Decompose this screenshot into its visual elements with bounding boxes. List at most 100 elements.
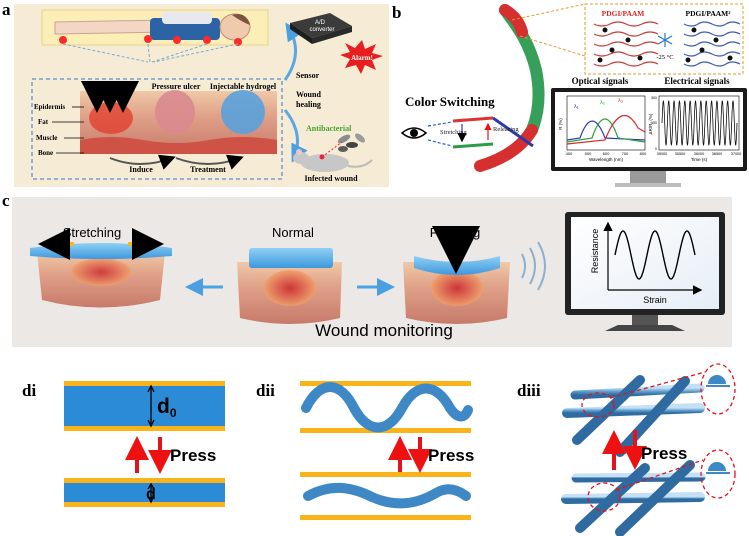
layer-label-epidermis: Epidermis bbox=[34, 103, 65, 111]
panel-label-di: di bbox=[22, 381, 36, 400]
antibacterial-label: Antibacterial bbox=[306, 124, 352, 133]
temperature-label: -25 °C bbox=[656, 54, 673, 61]
fiber-red-segment bbox=[474, 124, 538, 172]
material-left-label: PDGI/PAAM bbox=[602, 9, 645, 18]
chip-text-converter: converter bbox=[309, 27, 334, 33]
panel-label-a: a bbox=[2, 0, 11, 19]
electrical-xtick-3: 36000 bbox=[694, 152, 705, 156]
diagram-dii bbox=[300, 381, 473, 520]
stage-label-injectable-hydrogel: Injectable hydrogel bbox=[210, 82, 277, 91]
tissue-layer-labels: Epidermis Fat Muscle Bone bbox=[34, 103, 65, 157]
optical-xtick-2: 500 bbox=[585, 151, 592, 156]
infected-wound-label: Infected wound bbox=[304, 174, 358, 183]
wound-monitoring-caption: Wound monitoring bbox=[315, 321, 453, 340]
zoom-lines bbox=[62, 43, 239, 63]
chip-text-ad: A/D bbox=[315, 20, 326, 26]
layer-label-fat: Fat bbox=[38, 118, 49, 126]
state-label-stretching: Stretching bbox=[63, 225, 122, 240]
diagram-di bbox=[64, 381, 225, 507]
d-label: d bbox=[146, 486, 156, 503]
optical-ylabel: R (%) bbox=[558, 118, 563, 130]
optical-peak-1: λ₁ bbox=[574, 104, 579, 110]
electrical-ytick-3: 150 bbox=[651, 121, 657, 125]
electrical-ylabel: ΔR/R₀ (%) bbox=[648, 113, 653, 134]
monitor-c bbox=[565, 212, 725, 331]
stage-label-pressure-ulcer: Pressure ulcer bbox=[152, 82, 201, 91]
patient-figure bbox=[54, 12, 251, 41]
optical-xlabel: Wavelength (nm) bbox=[589, 157, 624, 162]
color-switching-label: Color Switching bbox=[405, 94, 495, 109]
electrical-plot: ΔR/R₀ (%) 0 150 300 35000 35500 36000 36… bbox=[648, 95, 742, 162]
pressure-arrows bbox=[81, 81, 139, 113]
bacteria-cluster bbox=[337, 133, 365, 152]
optical-xtick-4: 700 bbox=[622, 151, 629, 156]
skin-stretching bbox=[30, 243, 172, 308]
d0-subscript: 0 bbox=[170, 406, 177, 420]
induce-arrow bbox=[109, 154, 176, 170]
ad-converter-chip: A/D converter bbox=[290, 13, 352, 44]
stage-label-pressure: Pressure bbox=[96, 82, 126, 91]
electrical-xtick-1: 35000 bbox=[657, 152, 668, 156]
strip-red bbox=[452, 116, 494, 123]
wireless-signal-icon bbox=[521, 241, 546, 291]
electrical-ytick-6: 300 bbox=[651, 96, 657, 100]
releasing-label: Releasing bbox=[493, 126, 519, 133]
layer-pointer-lines bbox=[52, 106, 84, 154]
wound-healing-label-1: Wound bbox=[296, 90, 321, 99]
optical-signals-label: Optical signals bbox=[572, 76, 629, 86]
state-label-pressing: Pressing bbox=[430, 225, 481, 240]
electrical-ytick-0: 0 bbox=[655, 147, 657, 151]
resistance-curve bbox=[614, 230, 696, 280]
d0-main: d bbox=[157, 395, 170, 418]
press-label-di: Press bbox=[170, 446, 216, 465]
panel-label-c: c bbox=[2, 191, 10, 210]
material-ions-right bbox=[685, 27, 733, 63]
panel-label-dii: dii bbox=[256, 381, 275, 400]
electrical-signals-label: Electrical signals bbox=[664, 76, 730, 86]
electrical-xtick-5: 37000 bbox=[731, 152, 742, 156]
optical-xtick-3: 600 bbox=[603, 151, 610, 156]
strip-blue bbox=[492, 116, 534, 148]
skin-normal bbox=[237, 248, 342, 324]
alarm-label: Alarm! bbox=[351, 54, 373, 62]
material-ions-left bbox=[597, 27, 643, 63]
monitor-xlabel: Strain bbox=[643, 295, 667, 305]
optical-xtick-1: 400 bbox=[566, 151, 573, 156]
snowflake-icon bbox=[657, 33, 673, 47]
material-structure-right bbox=[683, 21, 741, 67]
strip-green bbox=[452, 142, 494, 149]
panel-label-b: b bbox=[392, 3, 401, 22]
monitor-ylabel: Resistance bbox=[590, 229, 600, 274]
sensor-arrow bbox=[283, 22, 303, 81]
contact-node-icons bbox=[706, 375, 730, 474]
layer-label-muscle: Muscle bbox=[36, 134, 57, 142]
electrical-xlabel: Time (s) bbox=[691, 157, 708, 162]
optical-plot: λ₁ λ₂ λ₃ R (%) 400 500 600 700 800 Wavel… bbox=[558, 95, 647, 162]
alarm-burst bbox=[340, 40, 383, 74]
wound-healing-label-2: healing bbox=[296, 100, 321, 109]
contact-highlights bbox=[581, 363, 736, 512]
panel-label-diii: diii bbox=[517, 381, 541, 400]
induce-label: Induce bbox=[129, 165, 153, 174]
treatment-arrow bbox=[175, 154, 244, 170]
optical-peak-2: λ₂ bbox=[600, 100, 605, 106]
pressure-points bbox=[59, 35, 242, 46]
optical-xtick-5: 800 bbox=[640, 151, 647, 156]
material-structure-left bbox=[593, 21, 659, 67]
fiber-zoom-lines bbox=[511, 3, 586, 57]
sensor-label: Sensor bbox=[296, 71, 320, 80]
mouse bbox=[293, 149, 373, 172]
panel-c-background bbox=[12, 197, 732, 347]
stretching-small-label: Stretching bbox=[440, 129, 467, 136]
optical-peak-3: λ₃ bbox=[618, 98, 623, 104]
press-label-dii: Press bbox=[428, 446, 474, 465]
skin-pressing bbox=[403, 256, 510, 324]
layer-label-bone: Bone bbox=[38, 149, 53, 157]
fiber-red-upper bbox=[499, 4, 528, 38]
press-label-diii: Press bbox=[641, 444, 687, 463]
material-right-label: PDGI/PAAM² bbox=[685, 9, 731, 18]
treatment-label: Treatment bbox=[190, 165, 226, 174]
state-label-normal: Normal bbox=[272, 225, 314, 240]
electrical-xtick-2: 35500 bbox=[675, 152, 686, 156]
electrical-xtick-4: 36500 bbox=[712, 152, 723, 156]
